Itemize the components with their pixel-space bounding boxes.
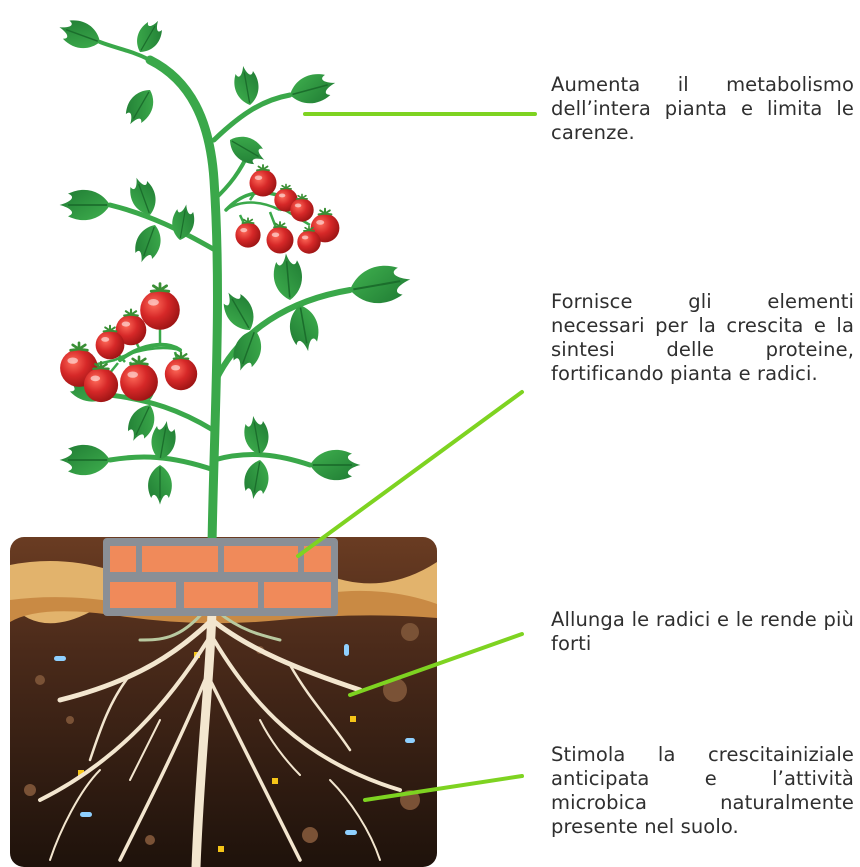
annotation-soil-microbes: Stimola la crescitainiziale anticipata e… xyxy=(551,743,854,839)
annotation-roots: Allunga le radici e le rende più forti xyxy=(551,608,854,656)
annotation-nutrients: Fornisce gli elementi necessari per la c… xyxy=(551,290,854,386)
leaves xyxy=(55,15,413,505)
brick-block xyxy=(103,538,338,616)
annotation-metabolism: Aumenta il metabolismo dell’intera piant… xyxy=(551,73,854,145)
